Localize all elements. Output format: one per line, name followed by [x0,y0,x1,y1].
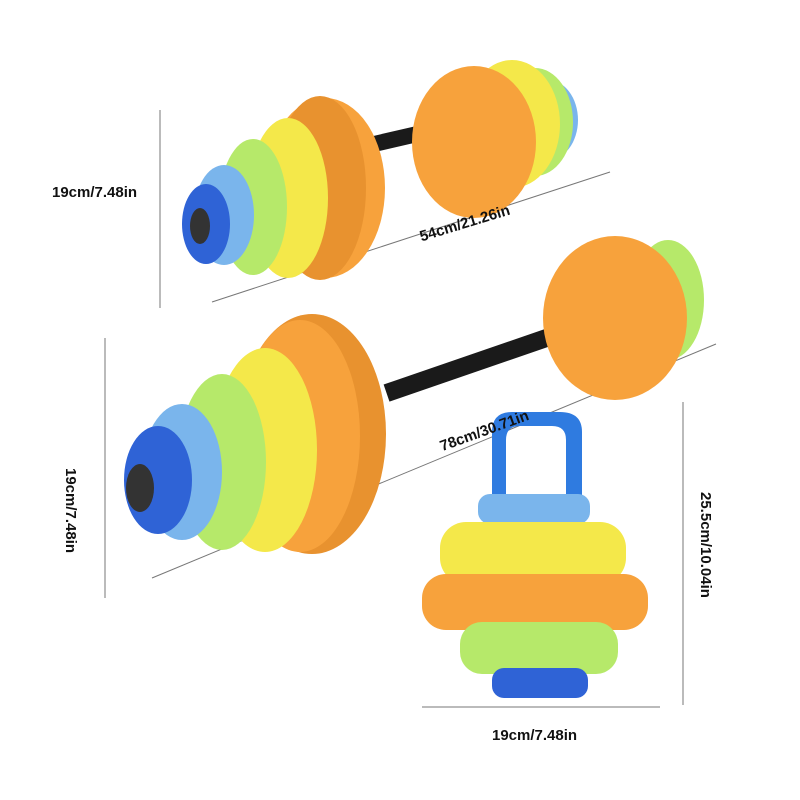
kettlebell [422,412,648,698]
large-barbell-height-label: 19cm/7.48in [62,468,79,554]
kettlebell-height-label: 25.5cm/10.04in [697,492,714,598]
small-barbell [182,60,578,280]
small-barbell-height-label: 19cm/7.48in [52,184,138,201]
kettlebell-width-label: 19cm/7.48in [492,727,578,744]
large-barbell [124,236,704,554]
